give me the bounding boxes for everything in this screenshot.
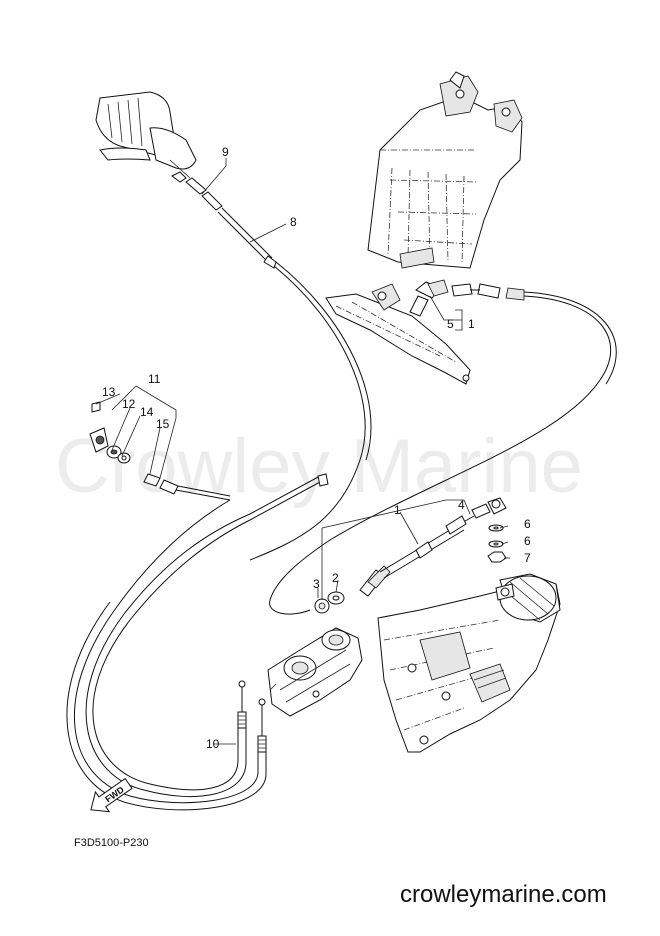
reverse-bracket: [269, 279, 617, 601]
jet-pump-housing: [367, 71, 523, 269]
callout-6b: 6: [524, 534, 531, 548]
callout-2: 2: [332, 571, 339, 585]
callout-9: 9: [222, 145, 229, 159]
pump-unit: [377, 573, 561, 753]
website-label: crowleymarine.com: [400, 881, 607, 908]
throttle-cable: [171, 171, 372, 561]
callout-4: 4: [458, 498, 465, 512]
callout-10: 10: [206, 737, 220, 751]
callout-5: 5: [447, 317, 454, 331]
callout-6a: 6: [524, 517, 531, 531]
callout-13: 13: [102, 385, 116, 399]
callout-15: 15: [156, 417, 170, 431]
callout-12: 12: [122, 397, 136, 411]
callout-8: 8: [290, 215, 297, 229]
carburetor: [261, 627, 363, 717]
callout-1-upper: 1: [468, 317, 475, 331]
callout-1: 1: [394, 503, 401, 517]
callouts: 9 8 5 1 11 13 12 14 15 4 1 6 6 7 2 3 10: [102, 145, 531, 751]
leader-lines: [95, 158, 510, 745]
callout-14: 14: [140, 405, 154, 419]
fwd-arrow-icon: FWD: [90, 777, 133, 813]
diagram-code: F3D5100-P230: [74, 837, 149, 849]
watermark-text: Crowley Marine: [55, 424, 583, 509]
choke-knob-assembly: [89, 401, 231, 501]
shift-cable: [269, 497, 507, 615]
choke-cable: [66, 473, 329, 811]
callout-3: 3: [313, 577, 320, 591]
handlebar-grip: [95, 91, 197, 179]
washers-and-nut: [487, 524, 507, 563]
callout-11: 11: [148, 372, 161, 386]
callout-7: 7: [524, 551, 531, 565]
